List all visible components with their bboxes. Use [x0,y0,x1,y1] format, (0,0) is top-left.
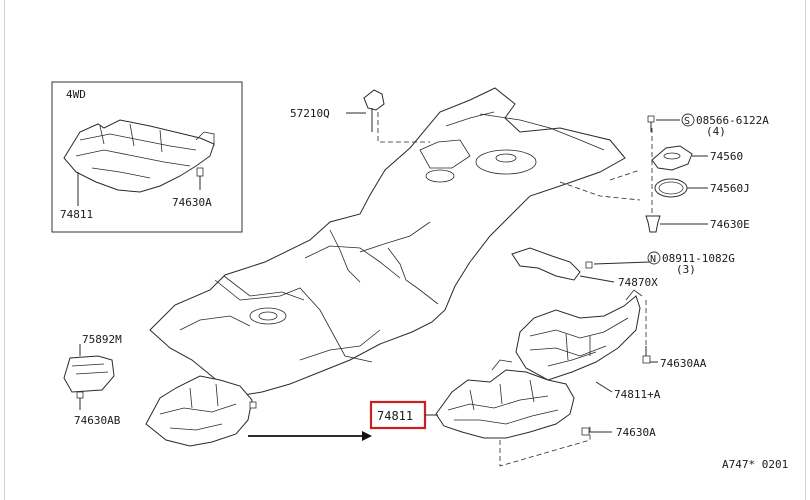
floor-panel-drawing [149,87,626,397]
label-75892m: 75892M [82,333,122,346]
label-74560j: 74560J [710,182,750,195]
label-74630aa: 74630AA [660,357,707,370]
label-74811: 74811 [377,409,413,423]
inset-undercover-drawing [63,119,215,206]
label-08566: 08566-6122A [696,114,769,127]
diagram-code: A747* 0201 [722,458,788,471]
svg-text:N: N [650,254,656,265]
part-57210q-drawing [346,89,430,143]
inset-4wd: 4WD 74811 74630A [51,81,243,233]
svg-text:S: S [684,116,690,127]
part-74811a-drawing [515,289,643,393]
label-74811a: 74811+A [614,388,661,401]
page-frame [4,0,806,500]
inset-title: 4WD [66,88,86,101]
part-front-undercover-drawing [145,375,257,447]
label-08911: 08911-1082G [662,252,735,265]
label-74630ab: 74630AB [74,414,121,427]
leader-dashes-right [559,128,653,214]
part-74630aa-drawing [642,300,658,364]
part-08566-drawing [647,115,680,132]
label-74870x: 74870X [618,276,658,289]
inset-part-label: 74811 [60,208,93,221]
part-74630e-drawing [645,215,708,233]
label-74560: 74560 [710,150,743,163]
label-74630e: 74630E [710,218,750,231]
label-57210q: 57210Q [290,107,330,120]
label-74630a: 74630A [616,426,656,439]
part-74560-drawing [651,145,708,171]
n-symbol: N [647,251,661,265]
part-74560j-drawing [654,178,708,198]
part-74870x-drawing [511,247,651,283]
arrow-to-74811 [248,431,372,441]
s-symbol: S [681,113,695,127]
inset-bolt-label: 74630A [172,196,212,209]
part-74630a-drawing [581,427,612,436]
part-75892m-drawing [63,344,115,410]
label-08911-qty: (3) [676,263,696,276]
inset-bolt-drawing [196,167,204,190]
label-08566-qty: (4) [706,125,726,138]
part-74811-drawing [435,359,591,467]
